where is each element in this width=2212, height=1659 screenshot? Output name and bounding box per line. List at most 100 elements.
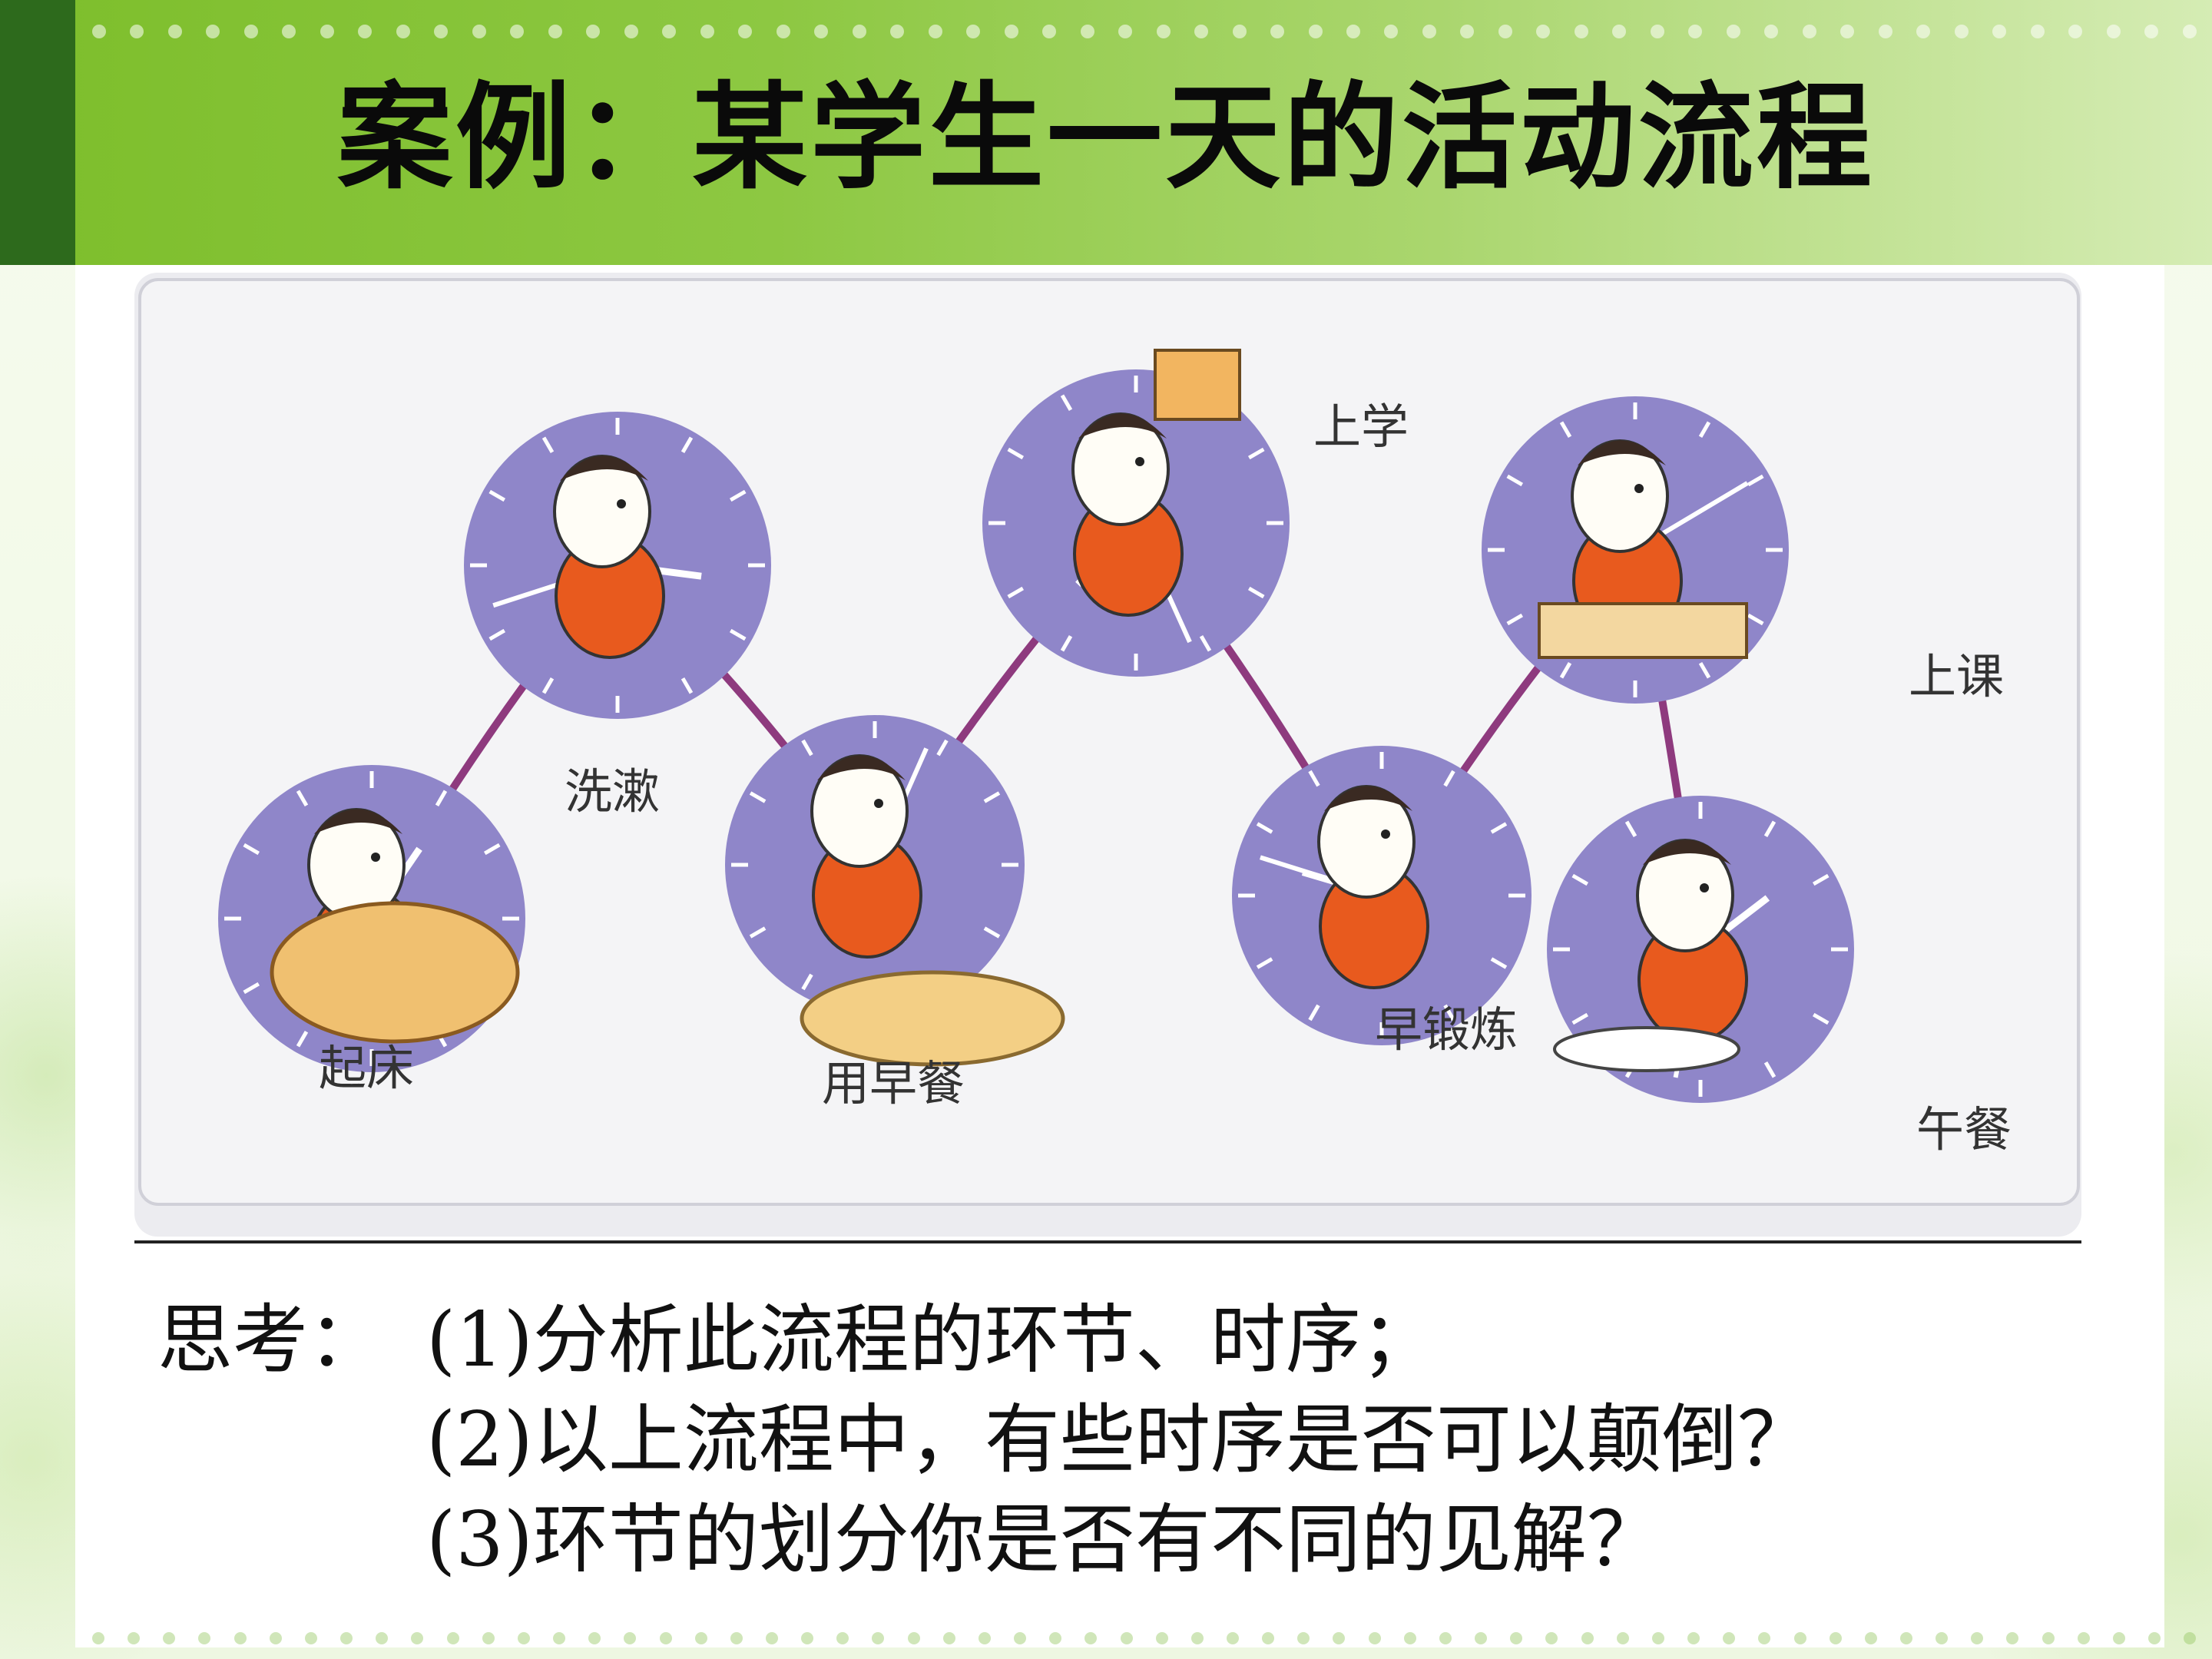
dot [907, 1632, 920, 1644]
clock-tick [488, 489, 506, 502]
clock-tick [680, 436, 694, 454]
dot [1802, 25, 1816, 38]
flow-diagram-svg [218, 349, 1854, 1103]
dot [1688, 25, 1703, 38]
classroom-desk-icon [1538, 602, 1748, 659]
dot [1574, 25, 1588, 38]
clock-tick [1443, 770, 1455, 787]
dot [1793, 1632, 1806, 1644]
stage-label-wash: 洗漱 [565, 763, 661, 820]
dot [376, 1632, 389, 1644]
lunch-tray-icon [1553, 1026, 1740, 1072]
dot [396, 25, 410, 38]
clock-tick [541, 436, 555, 454]
question-2: (2)以上流程中，有些时序是否可以颠倒？ [426, 1396, 1813, 1484]
dot [1118, 25, 1133, 38]
dot [872, 1632, 885, 1644]
dot [2106, 25, 2121, 38]
dot [890, 25, 905, 38]
dot [1227, 1632, 1239, 1644]
clock-tick [1571, 1012, 1589, 1025]
morning-exercise-eye-icon [1381, 830, 1390, 839]
clock-tick [296, 790, 309, 807]
dot [1650, 25, 1664, 38]
dot [1916, 25, 1931, 38]
dot [700, 25, 714, 38]
decorative-bottom-dots [92, 1627, 2197, 1650]
dot [130, 25, 144, 38]
dot [1878, 25, 1892, 38]
dot [978, 1632, 991, 1644]
dot [852, 25, 866, 38]
question-3: (3)环节的划分你是否有不同的见解？ [426, 1496, 1662, 1584]
dot [1042, 25, 1057, 38]
clock-tick [1199, 634, 1212, 652]
clock-tick [749, 791, 767, 803]
dot [1422, 25, 1436, 38]
clock-tick [983, 926, 1001, 939]
clock-tick [983, 791, 1001, 803]
eating-breakfast-hair-icon [817, 755, 906, 780]
dot [472, 25, 486, 38]
dot [1899, 1632, 1912, 1644]
dot [2184, 1632, 2197, 1644]
dot [730, 1632, 743, 1644]
dot [434, 25, 449, 38]
dot [2182, 25, 2197, 38]
dot [2068, 25, 2083, 38]
clock-tick [1490, 957, 1508, 969]
dot [1651, 1632, 1664, 1644]
dot [1120, 1632, 1133, 1644]
dot [1297, 1632, 1310, 1644]
clock-tick [1060, 634, 1073, 652]
dot [2144, 25, 2159, 38]
dot [2041, 1632, 2055, 1644]
question-1: (1)分析此流程的环节、时序； [426, 1296, 1436, 1384]
clock-tick [1308, 770, 1320, 787]
dot [1475, 1632, 1488, 1644]
school-building-icon [1154, 349, 1241, 421]
dot [1864, 1632, 1877, 1644]
dot [1545, 1632, 1558, 1644]
title-accent-strip [0, 0, 75, 265]
clock-tick [1247, 447, 1265, 460]
dot [320, 25, 334, 38]
clock-tick [1763, 1061, 1777, 1078]
dot [1758, 1632, 1771, 1644]
dot [1726, 25, 1740, 38]
clock-tick [1256, 822, 1273, 834]
dot [1536, 25, 1551, 38]
stage-label-wake-up: 起床 [319, 1040, 415, 1096]
dot [1510, 1632, 1523, 1644]
clock-tick [1490, 822, 1508, 834]
dot [1616, 1632, 1629, 1644]
clock-tick [1007, 586, 1025, 599]
clock-tick [243, 982, 260, 995]
dot [198, 1632, 211, 1644]
clock-tick [1747, 474, 1764, 487]
clock-tick [435, 790, 448, 807]
dot [1460, 25, 1475, 38]
dot [1936, 1632, 1949, 1644]
dot [659, 1632, 672, 1644]
clock-tick [749, 926, 767, 939]
clock-tick [936, 739, 949, 757]
dot [1190, 1632, 1204, 1644]
dot [1403, 1632, 1416, 1644]
clock-tick [541, 677, 555, 694]
dot [517, 1632, 530, 1644]
dot [1687, 1632, 1700, 1644]
clock-tick [1763, 820, 1777, 838]
dot [624, 25, 638, 38]
clock-tick [1812, 873, 1830, 886]
dot [801, 1632, 814, 1644]
dot [1333, 1632, 1346, 1644]
dot [1270, 25, 1285, 38]
clock-tick [1443, 1004, 1455, 1022]
clock-tick [729, 489, 747, 502]
stage-label-morning-exercise: 早锻炼 [1375, 1002, 1518, 1058]
attending-class-hair-icon [1578, 440, 1666, 465]
clock-tick [483, 843, 501, 856]
clock-tick [801, 739, 813, 757]
dot [1829, 1632, 1842, 1644]
